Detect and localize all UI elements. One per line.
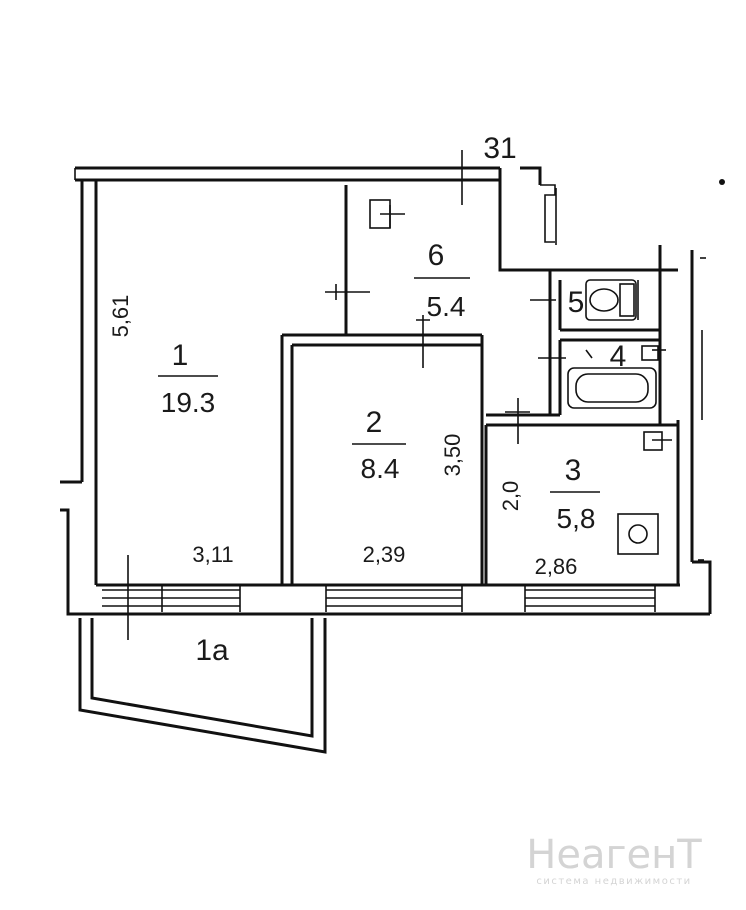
toilet-icon [585, 279, 637, 321]
room-2-number: 2 [366, 406, 383, 439]
outer-walls [60, 166, 712, 616]
room-1-side-dimension: 5,61 [108, 295, 133, 338]
room-1-number: 1 [172, 339, 189, 372]
room-3-number: 3 [565, 454, 582, 487]
sink-icon [641, 345, 666, 361]
room-6-area: 5.4 [427, 291, 466, 322]
watermark: НеагенТ система недвижимости [526, 832, 702, 887]
room-2-label: 2 8.4 [352, 406, 406, 484]
bathtub-icon [567, 367, 657, 409]
door-marks [127, 150, 566, 640]
room-6-number: 6 [428, 239, 445, 272]
balcony [78, 618, 327, 754]
kitchen-sink-icon [643, 431, 672, 451]
corridor-number: 31 [483, 132, 516, 165]
watermark-brand: НеагенТ [526, 832, 702, 878]
room-1a-number: 1a [195, 634, 229, 667]
room-6-label: 6 5.4 [414, 239, 470, 322]
room-2-bottom-dimension: 2,39 [363, 542, 406, 567]
room-1-bottom-dimension: 3,11 [192, 542, 233, 567]
room-4-number: 4 [610, 340, 627, 373]
room-2-area: 8.4 [361, 453, 400, 484]
stove-icon [617, 513, 659, 555]
room-2-side-dimension: 3,50 [440, 434, 465, 477]
room-1-label: 1 19.3 [158, 339, 218, 418]
room-3-bottom-dimension: 2,86 [535, 554, 578, 579]
room-3-side-dimension: 2,0 [498, 481, 523, 512]
corner-marker [719, 179, 725, 185]
room-5-number: 5 [568, 286, 585, 319]
interior-walls [280, 185, 678, 585]
fixtures [369, 199, 672, 555]
room-3-label: 3 5,8 [550, 454, 600, 534]
room-1-area: 19.3 [161, 387, 216, 418]
room-3-area: 5,8 [557, 503, 596, 534]
watermark-tagline: система недвижимости [536, 876, 691, 887]
windows [102, 586, 656, 612]
